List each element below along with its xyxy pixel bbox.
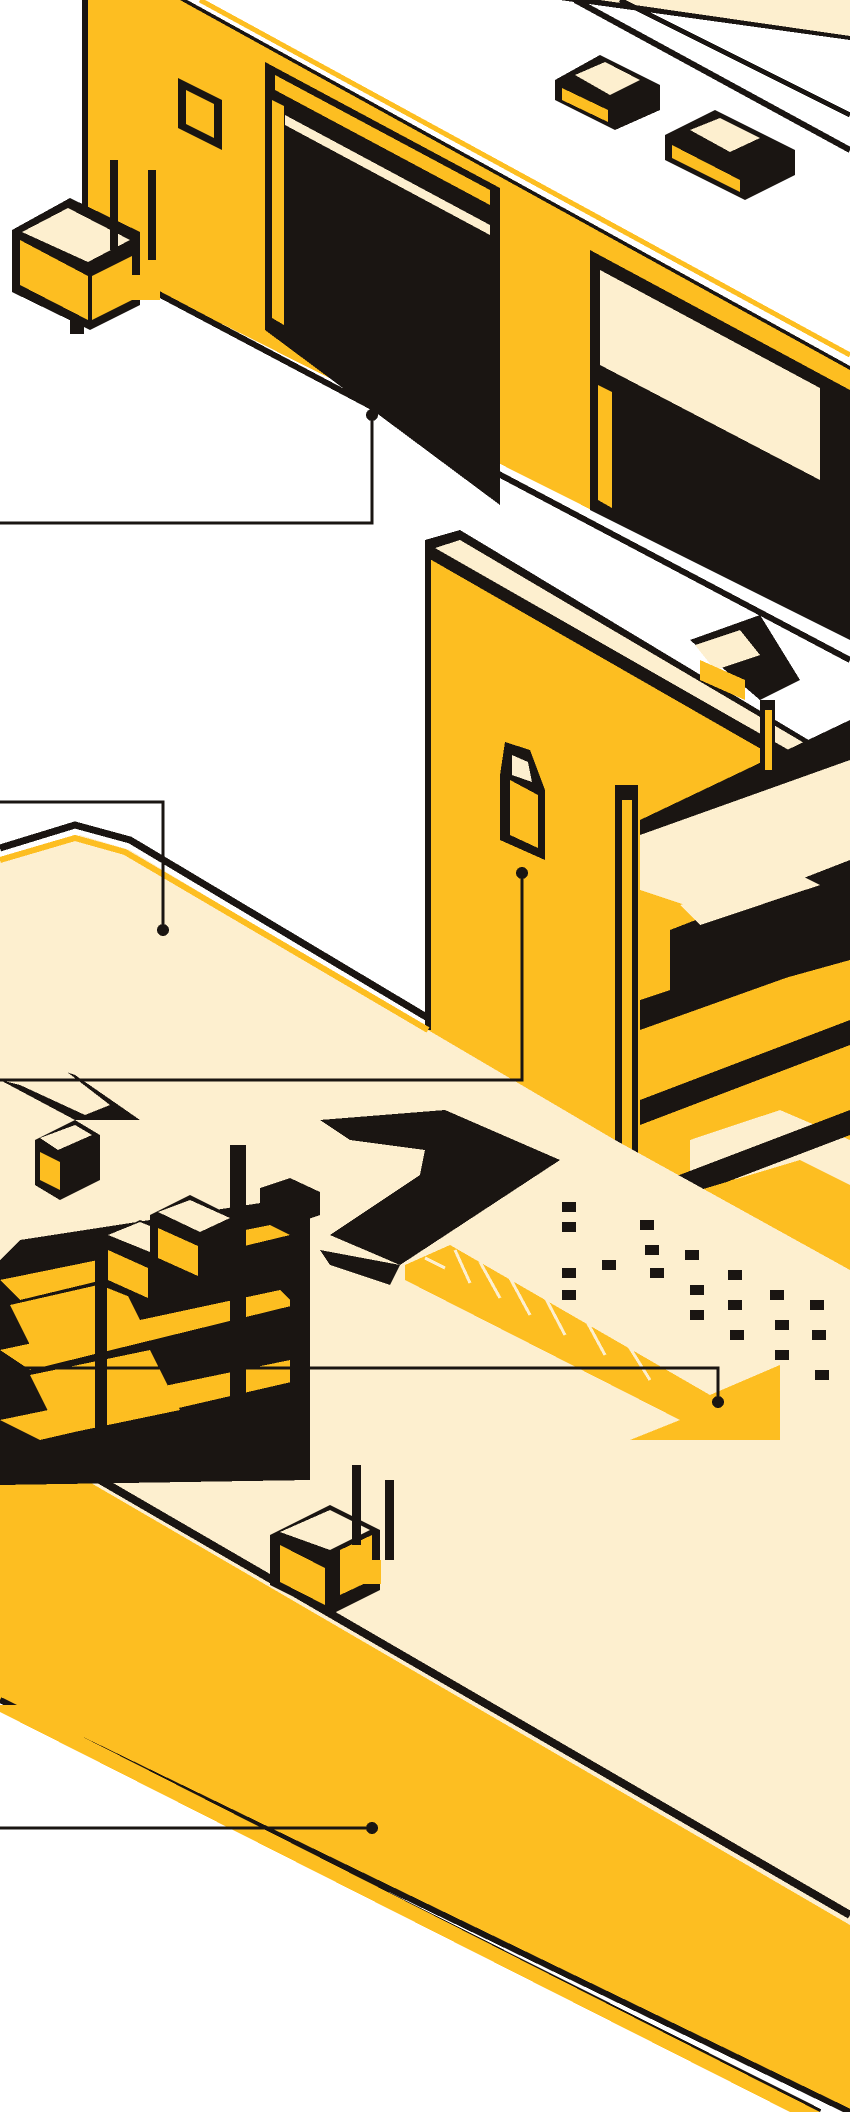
planter-2 [665, 110, 795, 200]
callout-line-1 [0, 409, 378, 523]
planter-1 [555, 55, 660, 130]
